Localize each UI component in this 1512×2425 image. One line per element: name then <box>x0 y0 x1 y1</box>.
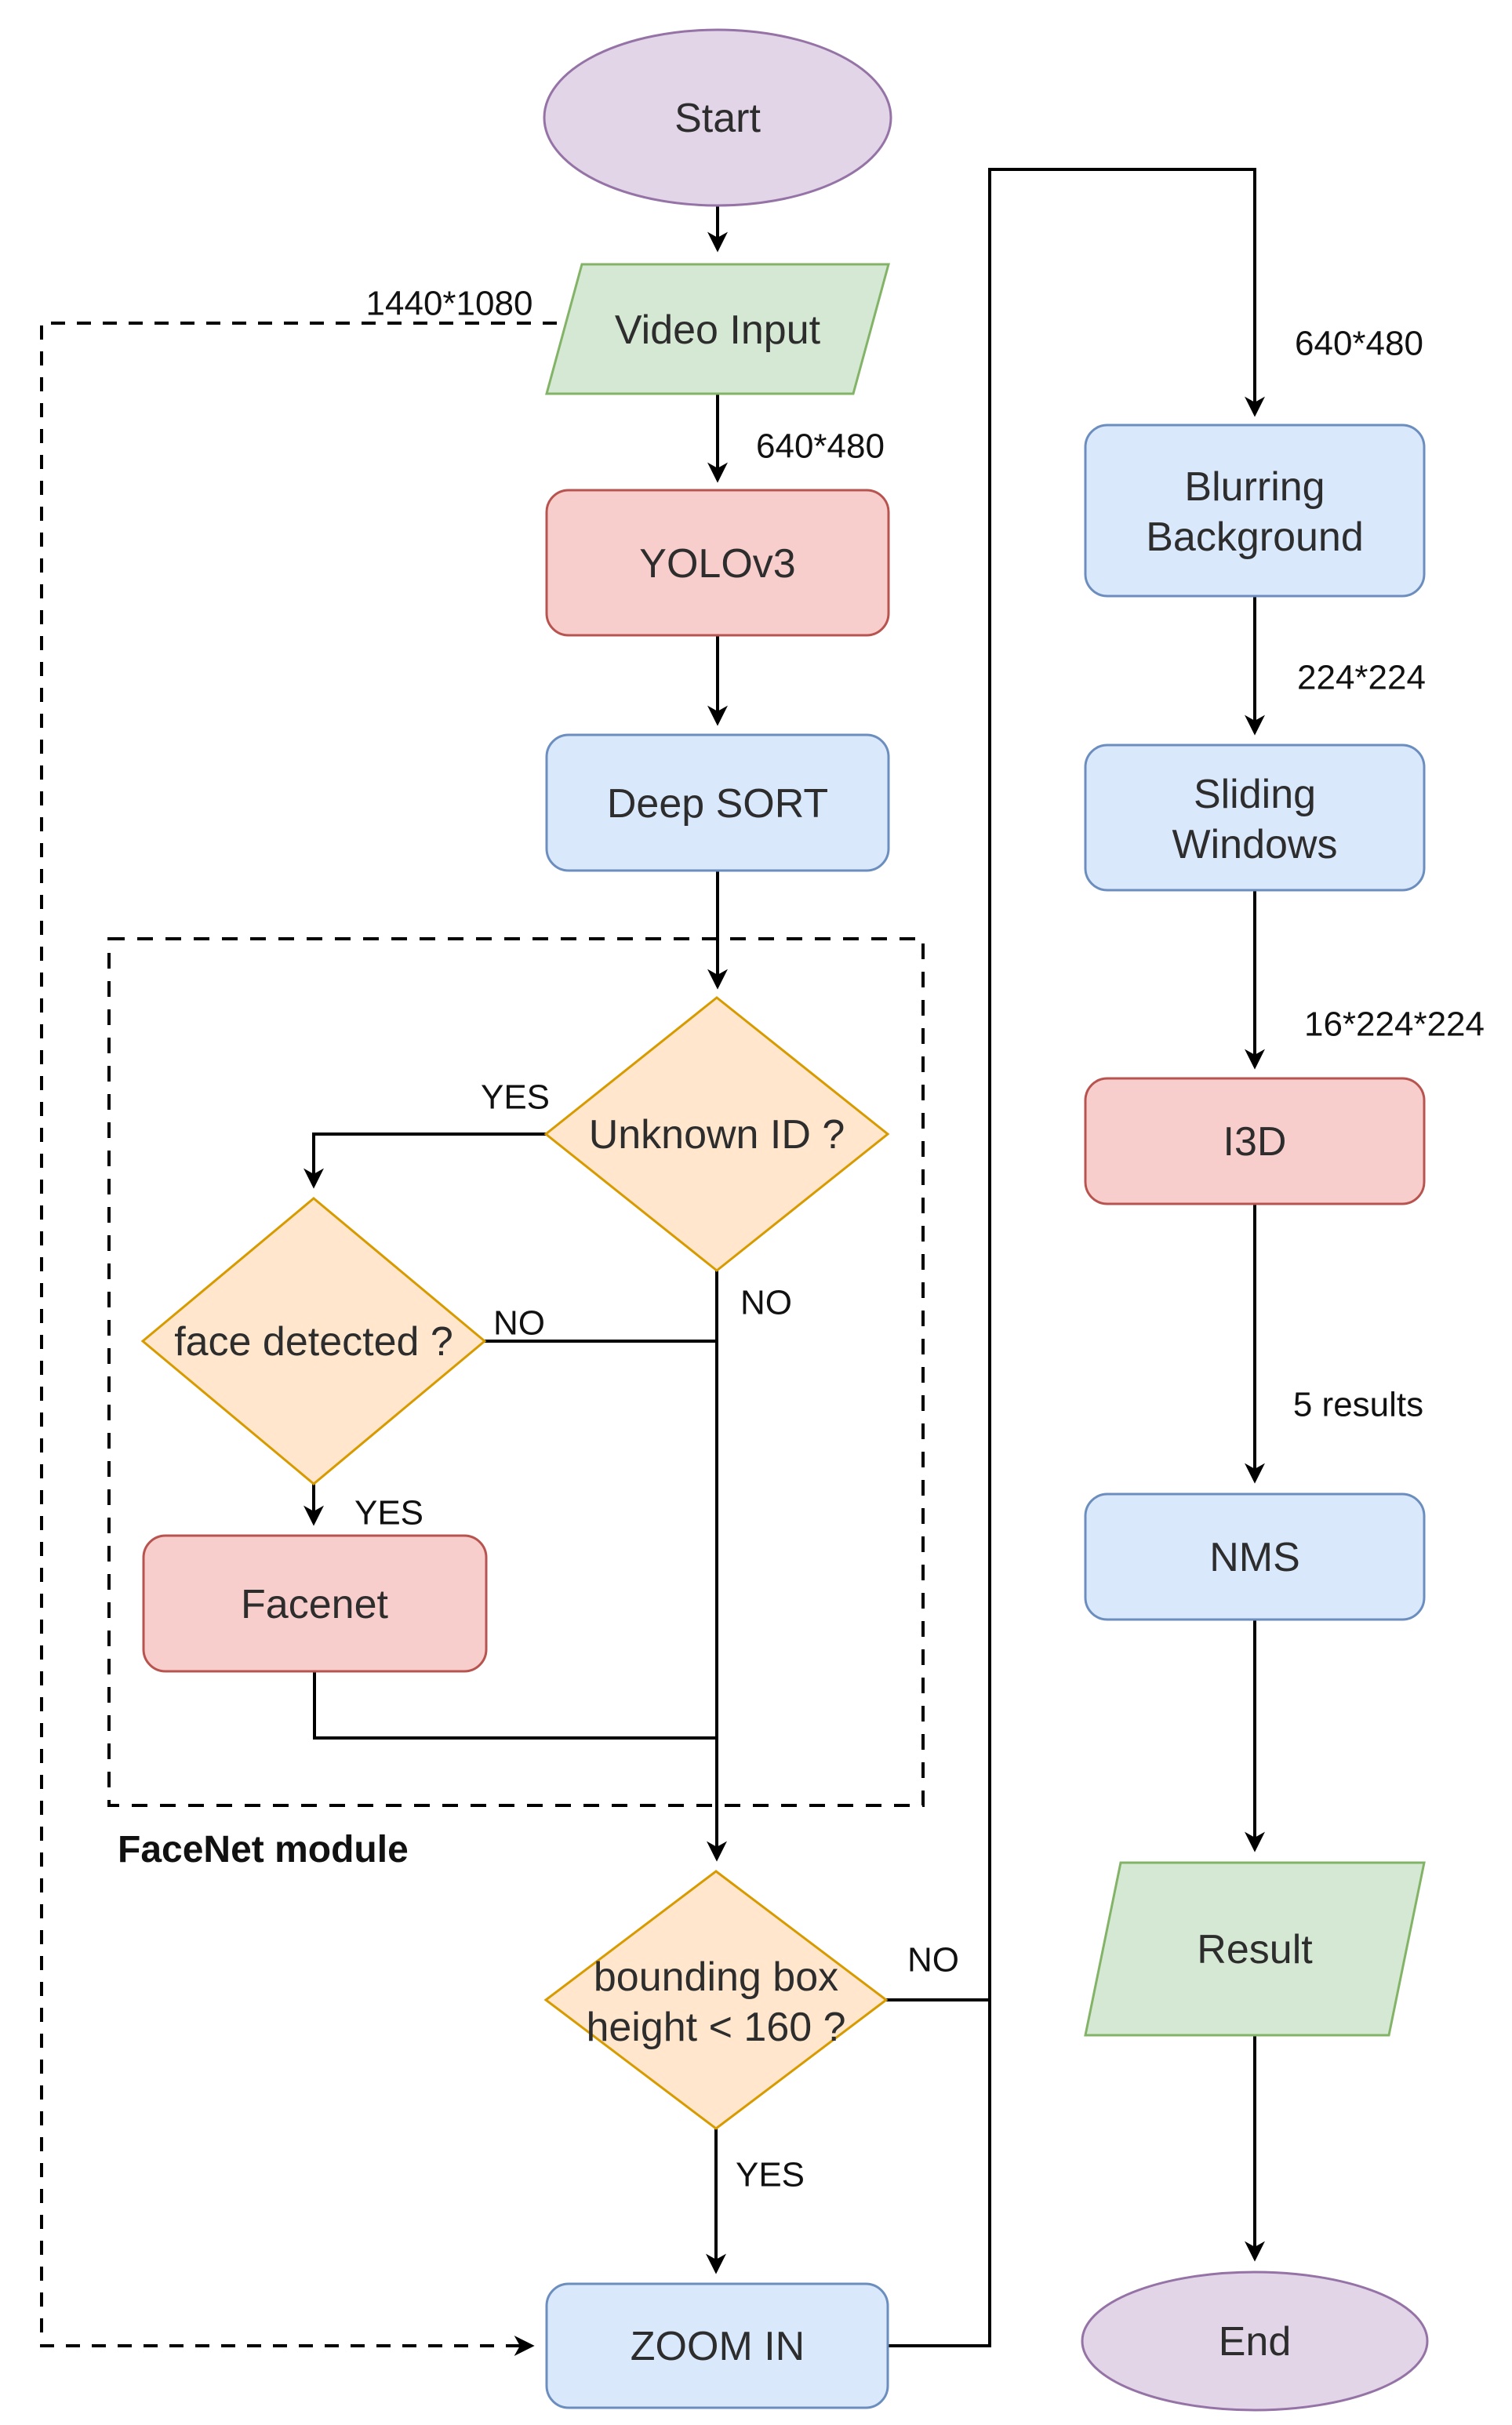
start-ellipse <box>543 28 892 207</box>
zoom-in-label: ZOOM IN <box>631 2324 805 2369</box>
i3d-rect <box>1084 1077 1426 1205</box>
face-detected-decision: face detected ? <box>140 1197 487 1485</box>
face-detected-diamond <box>140 1197 487 1485</box>
unknown-id-diamond <box>543 996 890 1272</box>
edge-zoomin-blurring <box>888 168 1265 2347</box>
video-input-label: Video Input <box>615 307 821 353</box>
facenet-module-group: FaceNet module <box>107 937 925 1871</box>
edge-labels: 1440*1080 640*480 YES NO NO YES NO YES 6… <box>354 284 1485 2194</box>
result-parallelogram <box>1084 1861 1426 2037</box>
bbox-yes-label: YES <box>736 2155 805 2194</box>
deep-sort-node: Deep SORT <box>545 733 890 872</box>
bbox-no-label: NO <box>907 1940 959 1979</box>
deep-sort-rect <box>545 733 890 872</box>
result-node: Result <box>1084 1861 1426 2037</box>
video-input-node: Video Input <box>545 263 890 395</box>
bounding-box-label-line1: bounding box <box>594 1954 838 2000</box>
i3d-node: I3D <box>1084 1077 1426 1205</box>
zoom-in-rect <box>545 2282 889 2409</box>
end-ellipse <box>1081 2270 1429 2412</box>
bounding-box-decision: bounding box height < 160 ? <box>543 1870 889 2130</box>
sliding-windows-node: Sliding Windows <box>1084 743 1426 892</box>
nms-input-label: 5 results <box>1293 1385 1423 1423</box>
sliding-windows-label-line2: Windows <box>1172 822 1338 867</box>
facenet-rect <box>142 1534 488 1673</box>
unknown-id-no-label: NO <box>740 1283 792 1322</box>
edges <box>40 168 1265 2356</box>
edge-unknownid-yes-facedetected <box>303 1133 546 1189</box>
bounding-box-label-line2: height < 160 ? <box>586 2005 845 2050</box>
face-detected-no-label: NO <box>493 1303 545 1342</box>
yolov3-node: YOLOv3 <box>545 489 890 637</box>
face-detected-label: face detected ? <box>174 1319 453 1365</box>
i3d-input-size-label: 16*224*224 <box>1304 1005 1485 1043</box>
blurring-background-node: Blurring Background <box>1084 424 1426 598</box>
start-label: Start <box>674 96 761 141</box>
deep-sort-label: Deep SORT <box>607 781 828 827</box>
nms-rect <box>1084 1492 1426 1621</box>
sliding-input-size-label: 224*224 <box>1297 658 1426 696</box>
face-detected-yes-label: YES <box>354 1493 423 1532</box>
yolov3-label: YOLOv3 <box>639 541 795 587</box>
nms-node: NMS <box>1084 1492 1426 1621</box>
unknown-id-yes-label: YES <box>481 1078 550 1116</box>
yolo-input-size-label: 640*480 <box>756 427 885 465</box>
edge-facenet-join <box>313 1671 715 1740</box>
facenet-label: Facenet <box>241 1582 388 1627</box>
unknown-id-label: Unknown ID ? <box>589 1112 845 1158</box>
nms-label: NMS <box>1209 1535 1300 1580</box>
yolov3-rect <box>545 489 890 637</box>
blurring-background-label-line1: Blurring <box>1184 464 1325 510</box>
unknown-id-decision: Unknown ID ? <box>543 996 890 1272</box>
end-node: End <box>1081 2270 1429 2412</box>
blurring-background-label-line2: Background <box>1146 514 1364 560</box>
facenet-node: Facenet <box>142 1534 488 1673</box>
blur-input-size-label: 640*480 <box>1295 324 1423 362</box>
edge-videoinput-zoomin-dashed <box>40 322 557 2356</box>
facenet-module-label: FaceNet module <box>118 1829 409 1871</box>
start-node: Start <box>543 28 892 207</box>
video-resolution-label: 1440*1080 <box>366 284 533 322</box>
sliding-windows-rect <box>1084 743 1426 892</box>
end-label: End <box>1219 2319 1292 2365</box>
facenet-module-boundary <box>107 937 925 1807</box>
i3d-label: I3D <box>1223 1119 1287 1165</box>
bounding-box-diamond <box>543 1870 889 2130</box>
zoom-in-node: ZOOM IN <box>545 2282 889 2409</box>
blurring-background-rect <box>1084 424 1426 598</box>
sliding-windows-label-line1: Sliding <box>1194 772 1316 817</box>
video-input-parallelogram <box>545 263 890 395</box>
result-label: Result <box>1197 1927 1313 1972</box>
